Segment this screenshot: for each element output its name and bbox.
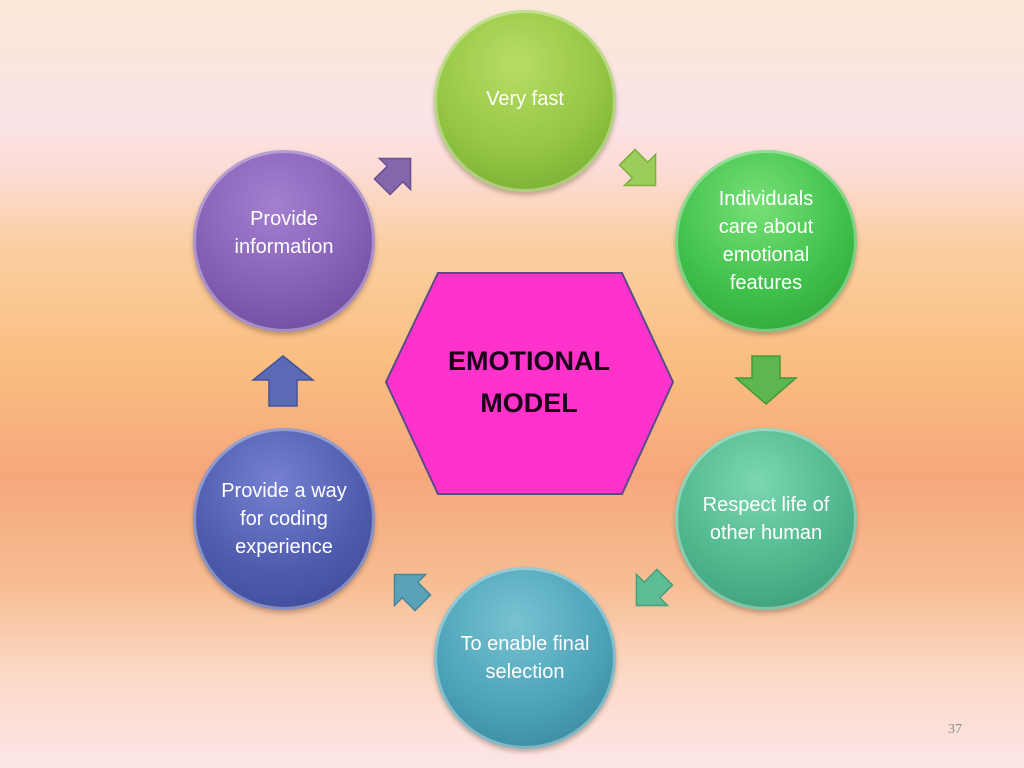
node-label: Individuals care about emotional feature… (718, 188, 814, 294)
arrow-enable-selection-to-coding-experience (393, 573, 432, 612)
node-individuals-care: Individuals care about emotional feature… (675, 150, 857, 332)
arrow-very-fast-to-individuals (618, 148, 657, 187)
node-enable-selection: To enable final selection (434, 567, 616, 749)
center-label: EMOTIONAL MODEL (448, 346, 610, 418)
arrow-respect-life-to-enable-selection (635, 568, 674, 607)
arrow-coding-experience-to-provide-info (250, 355, 316, 407)
node-coding-experience: Provide a way for coding experience (193, 428, 375, 610)
arrow-individuals-to-respect-life (733, 355, 799, 405)
node-label: Provide a way for coding experience (221, 480, 347, 558)
node-provide-information: Provide information (193, 150, 375, 332)
node-label: Respect life of other human (702, 494, 830, 544)
arrow-provide-info-to-very-fast (373, 157, 412, 196)
node-label: Very fast (486, 88, 564, 110)
node-very-fast: Very fast (434, 10, 616, 192)
node-label: To enable final selection (460, 633, 590, 683)
page-number: 37 (948, 722, 962, 737)
node-label: Provide information (234, 208, 334, 258)
node-respect-life: Respect life of other human (675, 428, 857, 610)
center-hexagon (384, 272, 675, 495)
